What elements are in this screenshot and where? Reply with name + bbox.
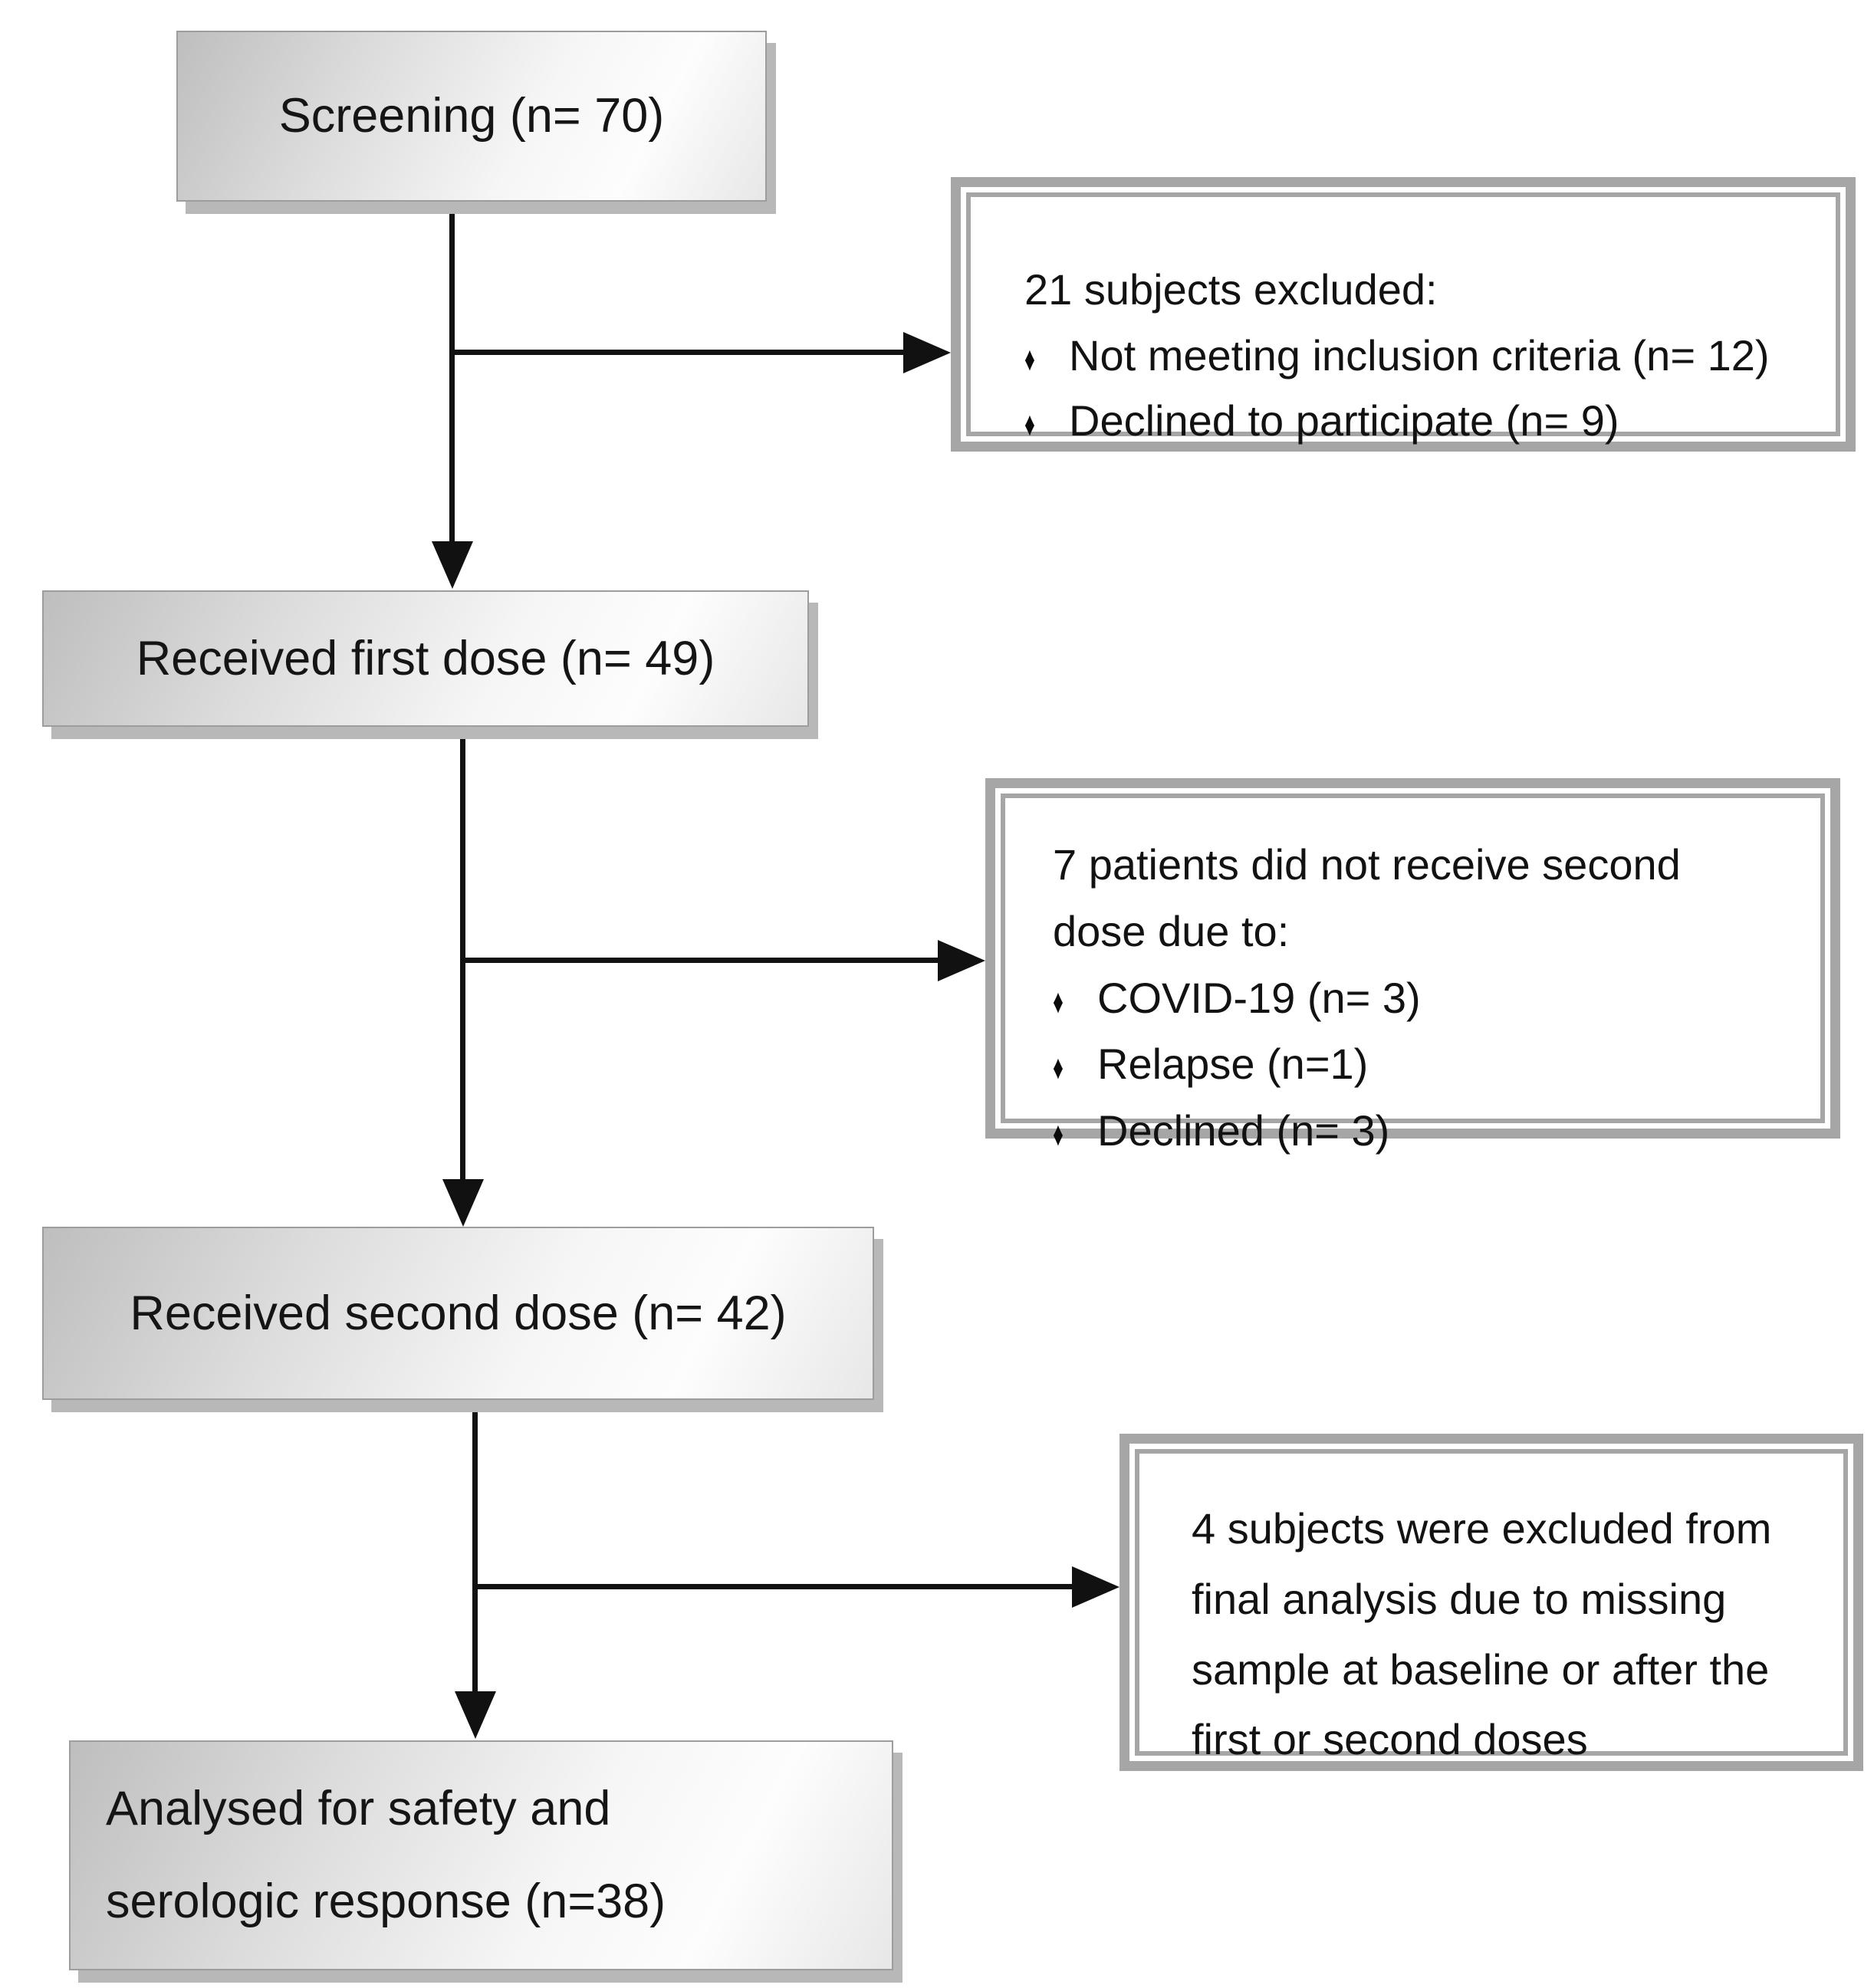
box-label-line: serologic response (n=38) <box>106 1875 666 1928</box>
flow-box-screening: Screening (n= 70) <box>176 31 767 202</box>
arrowhead-right-icon <box>903 332 951 373</box>
callout-title-line: 7 patients did not receive second <box>1053 840 1681 889</box>
connector-branch-excluded-screening <box>452 350 905 355</box>
callout-excluded-from-analysis: 4 subjects were excluded from final anal… <box>1119 1434 1863 1771</box>
connector-branch-excluded-analysis <box>475 1584 1073 1589</box>
callout-excluded-at-screening: 21 subjects excluded: ♦ Not meeting incl… <box>951 177 1856 452</box>
callout-border-inner: 4 subjects were excluded from final anal… <box>1135 1449 1848 1763</box>
callout-border-inner: 7 patients did not receive second dose d… <box>1001 794 1825 1155</box>
bullet-item: ♦ Declined to participate (n= 9) <box>1024 388 1813 454</box>
callout-text-line: final analysis due to missing <box>1192 1574 1727 1623</box>
callout-title-line: dose due to: <box>1053 906 1290 955</box>
arrowhead-right-icon <box>1072 1566 1119 1608</box>
bullet-text: COVID-19 (n= 3) <box>1097 973 1421 1022</box>
flow-box-analysed: Analysed for safety and serologic respon… <box>69 1740 893 1970</box>
bullet-text: Declined (n= 3) <box>1097 1106 1390 1155</box>
bullet-item: ♦ Not meeting inclusion criteria (n= 12) <box>1024 323 1813 389</box>
flow-box-received-second-dose: Received second dose (n= 42) <box>42 1227 874 1400</box>
callout-border-inner: 21 subjects excluded: ♦ Not meeting incl… <box>966 192 1840 445</box>
box-label: Received first dose (n= 49) <box>136 631 715 685</box>
diamond-bullet-icon: ♦ <box>1053 982 1064 1020</box>
bullet-text: Declined to participate (n= 9) <box>1069 396 1619 445</box>
diamond-bullet-icon: ♦ <box>1053 1049 1064 1087</box>
box-label-line: Analysed for safety and <box>106 1782 611 1836</box>
arrowhead-down-icon <box>455 1691 496 1739</box>
connector-branch-no-second-dose <box>462 958 939 963</box>
connector-screening-to-first-dose <box>449 202 455 542</box>
arrowhead-right-icon <box>938 940 985 981</box>
diamond-bullet-icon: ♦ <box>1053 1116 1064 1154</box>
bullet-item: ♦ Declined (n= 3) <box>1053 1098 1797 1165</box>
bullet-text: Not meeting inclusion criteria (n= 12) <box>1069 330 1770 380</box>
bullet-item: ♦ Relapse (n=1) <box>1053 1031 1797 1098</box>
box-label: Received second dose (n= 42) <box>130 1286 787 1340</box>
bullet-item: ♦ COVID-19 (n= 3) <box>1053 965 1797 1032</box>
bullet-text: Relapse (n=1) <box>1097 1040 1369 1089</box>
arrowhead-down-icon <box>432 541 473 589</box>
connector-first-to-second-dose <box>460 727 465 1181</box>
flow-box-received-first-dose: Received first dose (n= 49) <box>42 590 809 727</box>
callout-text-line: sample at baseline or after the <box>1192 1645 1770 1694</box>
callout-text-line: 4 subjects were excluded from <box>1192 1504 1772 1553</box>
diamond-bullet-icon: ♦ <box>1024 340 1035 378</box>
diamond-bullet-icon: ♦ <box>1024 406 1035 444</box>
callout-title: 21 subjects excluded: <box>1024 265 1438 314</box>
connector-second-dose-to-analysed <box>472 1400 478 1693</box>
callout-text-line: first or second doses <box>1192 1715 1588 1764</box>
box-label: Screening (n= 70) <box>278 89 665 143</box>
arrowhead-down-icon <box>442 1179 484 1227</box>
callout-no-second-dose: 7 patients did not receive second dose d… <box>985 778 1840 1155</box>
